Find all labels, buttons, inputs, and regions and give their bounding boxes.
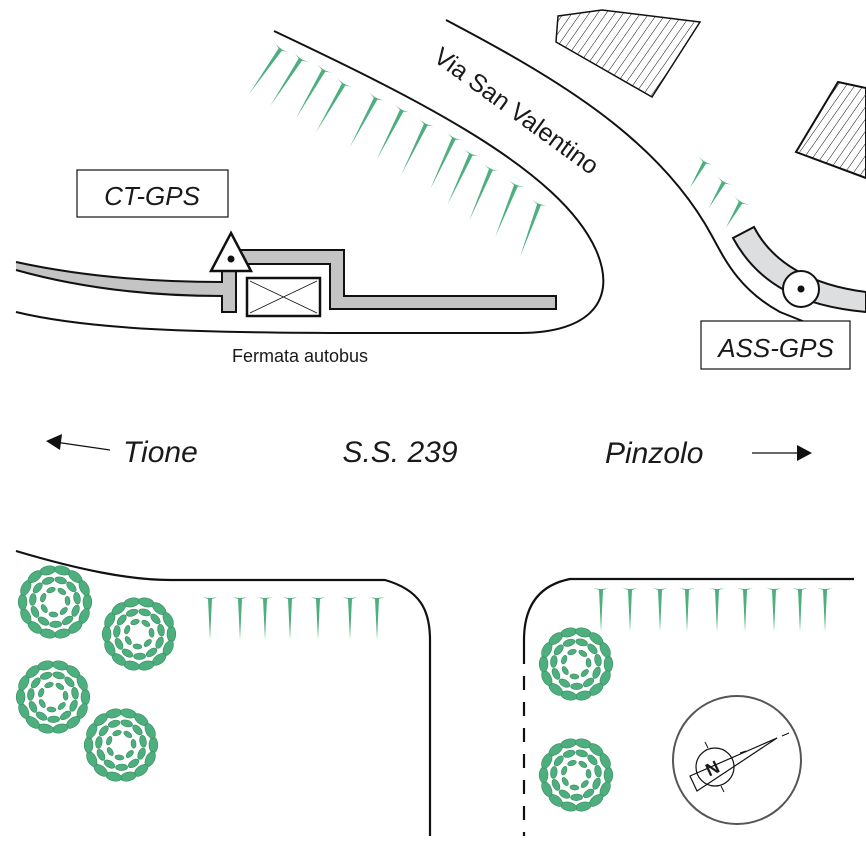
ass-gps-label: ASS-GPS bbox=[700, 320, 851, 370]
ass-gps-station-icon[interactable] bbox=[782, 270, 820, 308]
hedge-spike-icon bbox=[790, 587, 810, 632]
hedge-spike-icon bbox=[495, 179, 527, 237]
ass-gps-text: ASS-GPS bbox=[716, 333, 834, 363]
arrow-left-icon bbox=[46, 434, 62, 450]
hedge-spike-icon bbox=[726, 195, 751, 228]
direction-left: Tione bbox=[46, 434, 198, 469]
hedge-spike-icon bbox=[340, 596, 360, 640]
compass-icon: N bbox=[672, 695, 802, 825]
hedge-spike-icon bbox=[469, 163, 502, 221]
footpath-left bbox=[15, 261, 237, 313]
hedge-spike-icon bbox=[709, 175, 734, 208]
vegetation-layer bbox=[15, 41, 835, 812]
ct-gps-station-icon[interactable] bbox=[208, 230, 254, 273]
hedge-spike-icon bbox=[690, 155, 715, 188]
ct-gps-label: CT-GPS bbox=[76, 169, 229, 218]
footpath-ass bbox=[731, 225, 866, 314]
street-label: Via San Valentino bbox=[428, 42, 603, 180]
curb-bottom-right bbox=[522, 577, 854, 650]
hedge-spike-icon bbox=[815, 587, 835, 632]
bus-stop-icon bbox=[245, 276, 322, 318]
hedge-spike-icon bbox=[764, 587, 784, 632]
direction-left-label: Tione bbox=[123, 436, 198, 469]
hedge-spike-icon bbox=[591, 587, 611, 632]
tree-icon bbox=[101, 597, 177, 671]
ct-gps-text: CT-GPS bbox=[104, 181, 200, 211]
hedge-spike-icon bbox=[376, 103, 412, 160]
building bbox=[794, 80, 866, 180]
direction-right: Pinzolo bbox=[605, 437, 812, 470]
hedge-spike-icon bbox=[520, 198, 550, 257]
hedge-spike-icon bbox=[255, 596, 275, 640]
hedge-spike-icon bbox=[620, 587, 640, 632]
hedge-spike-icon bbox=[280, 596, 300, 640]
hedge-spike-icon bbox=[308, 596, 328, 640]
arrow-right-icon bbox=[797, 445, 812, 461]
building bbox=[555, 9, 702, 99]
hedge-spike-icon bbox=[735, 587, 755, 632]
hedge-spike-icon bbox=[248, 41, 291, 95]
road-edge-street-outer bbox=[445, 19, 806, 323]
hedge-spike-icon bbox=[650, 587, 670, 632]
hedge-spike-icon bbox=[230, 596, 250, 640]
hedge-spike-icon bbox=[200, 596, 220, 640]
bus-stop-label: Fermata autobus bbox=[232, 346, 368, 366]
road-edge-island bbox=[15, 30, 605, 334]
direction-right-label: Pinzolo bbox=[605, 437, 703, 470]
footpath-right bbox=[235, 249, 557, 310]
curb-bottom-left bbox=[15, 549, 432, 836]
tree-icon bbox=[538, 738, 614, 812]
hedge-spike-icon bbox=[270, 51, 311, 106]
hedge-spike-icon bbox=[707, 587, 727, 632]
tree-icon bbox=[538, 627, 614, 701]
hedge-spike-icon bbox=[677, 587, 697, 632]
tree-icon bbox=[17, 565, 93, 639]
hedge-spike-icon bbox=[367, 596, 387, 640]
tree-icon bbox=[15, 660, 91, 734]
hedge-spike-icon bbox=[401, 117, 436, 175]
highway-label: S.S. 239 bbox=[342, 436, 457, 469]
tree-icon bbox=[83, 708, 159, 782]
hedge-spike-icon bbox=[349, 91, 386, 148]
